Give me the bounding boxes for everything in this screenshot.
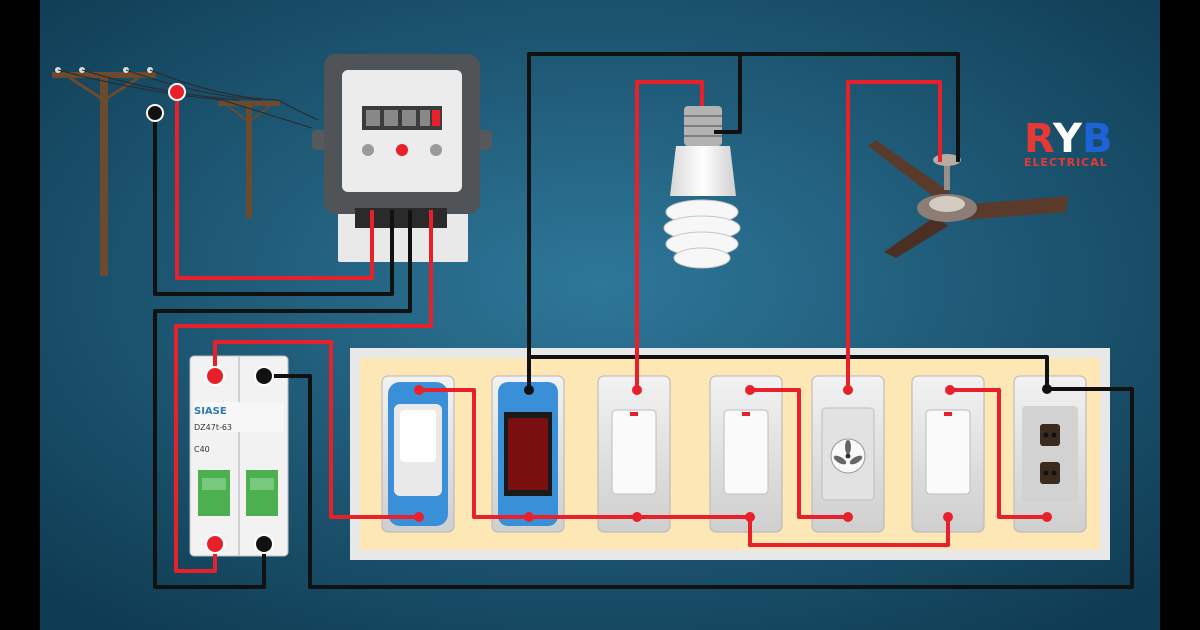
mcb-toggle-left[interactable] bbox=[198, 470, 230, 516]
logo-letter-y: Y bbox=[1052, 116, 1083, 162]
ceiling-fan-icon bbox=[868, 140, 1068, 258]
fan-regulator[interactable] bbox=[811, 375, 885, 533]
power-socket bbox=[1013, 375, 1087, 533]
overhead-lines bbox=[57, 69, 319, 129]
utility-pole-right-icon bbox=[218, 101, 280, 218]
brand-logo: R Y B ELECTRICAL bbox=[1024, 116, 1114, 169]
logo-letter-b: B bbox=[1082, 116, 1114, 162]
main-switch[interactable] bbox=[381, 375, 455, 533]
neutral-wires bbox=[153, 52, 1134, 589]
fan-symbol-icon bbox=[833, 440, 863, 465]
energy-meter-icon bbox=[312, 54, 492, 262]
mcb-rating-label: C40 bbox=[194, 445, 210, 454]
socket-outlet-icon bbox=[1040, 424, 1060, 484]
socket-switch[interactable] bbox=[911, 375, 985, 533]
phase-wires bbox=[174, 80, 1047, 573]
spare-switch[interactable] bbox=[709, 375, 783, 533]
lamp-switch[interactable] bbox=[597, 375, 671, 533]
cfl-bulb-icon bbox=[663, 106, 741, 269]
logo-subtitle: ELECTRICAL bbox=[1024, 156, 1108, 169]
indicator-lamp bbox=[491, 375, 565, 533]
double-pole-mcb: SIASE DZ47t-63 C40 bbox=[189, 355, 289, 557]
mcb-brand-label: SIASE bbox=[194, 406, 227, 417]
mcb-model-label: DZ47t-63 bbox=[194, 423, 232, 432]
logo-letter-r: R bbox=[1024, 116, 1056, 162]
mcb-toggle-right[interactable] bbox=[246, 470, 278, 516]
wire-terminals bbox=[146, 83, 1052, 554]
